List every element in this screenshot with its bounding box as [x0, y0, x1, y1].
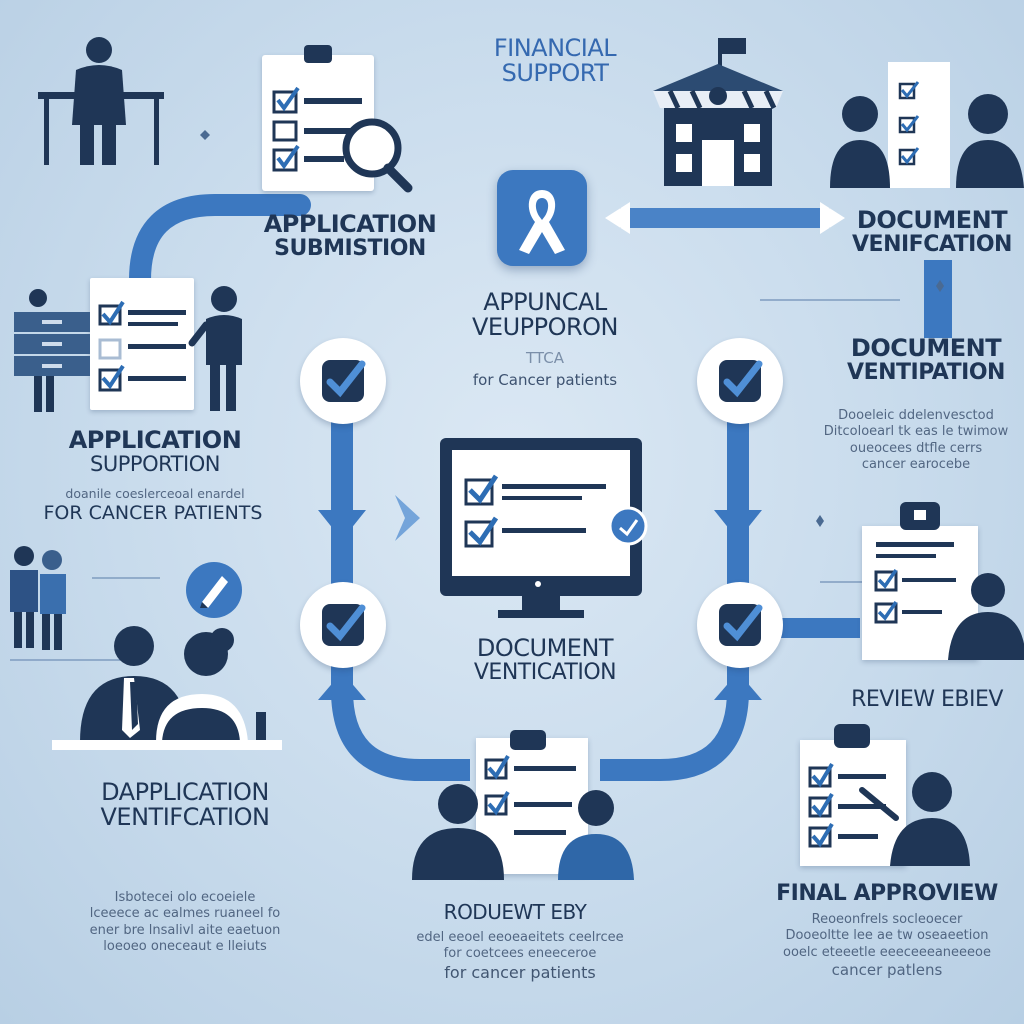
desc-final-approval: Reoeonfrels socleoecer Dooeoltte lee ae …	[752, 912, 1022, 980]
check-circle-right-top	[697, 338, 783, 424]
chevron-right-mid	[395, 495, 420, 541]
desc-doc-right-2: Ditcoloearl tk eas le twimow	[823, 424, 1009, 440]
clipboard-left-icon	[98, 300, 186, 392]
desc-doc-right-1: Dooeleic ddelenvesctod	[838, 408, 994, 423]
arc-top-left	[129, 194, 311, 291]
label-review: REVIEW EBIEV	[851, 687, 1003, 712]
desc-app-ver-3: ener bre lnsalivl aite eaetuon	[89, 922, 281, 938]
label-request: RODUEWT EBY	[443, 900, 587, 924]
filing-cabinet-person-icon	[14, 289, 90, 412]
center-caption: for Cancer patients	[472, 371, 618, 389]
label-document-verification-top-line1: DOCUMENT	[856, 206, 1008, 234]
arrow-top-left-head	[605, 202, 630, 234]
check-icon	[719, 604, 763, 646]
label-application-submission-line1: APPLICATION	[263, 210, 437, 238]
check-icon	[322, 604, 366, 646]
label-application-support-line1: APPLICATION	[68, 426, 242, 454]
header-title-line2: SUPPORT	[501, 59, 609, 88]
desc-application-support-1: doanile coeslerceoal enardel	[65, 486, 245, 501]
desc-document-verification-right: Dooeleic ddelenvesctod Ditcoloearl tk ea…	[808, 408, 1024, 473]
arrow-down-right	[714, 510, 762, 540]
check-icon	[719, 360, 763, 402]
review-clipboard-icon	[874, 502, 1024, 660]
label-application-verification-line2: VENTIFCATION	[100, 803, 270, 832]
label-document-verification-center: DOCUMENT VENTICATION	[445, 634, 645, 686]
desc-request-1: edel eeoel eeoeaeitets ceelrcee	[416, 930, 624, 945]
sparkle-2	[936, 280, 944, 292]
desc-final-3: ooelc eteeetle eeeceeeaneeeoe	[782, 944, 991, 960]
label-application-support-line2: SUPPORTION	[90, 452, 220, 477]
two-people-document-icon	[830, 62, 1024, 188]
desc-app-ver-1: Isbotecei olo ecoeiele	[114, 890, 256, 905]
center-title: APPUNCAL VEUPPORON	[440, 288, 650, 342]
request-scene-icon	[412, 730, 634, 880]
desc-request: edel eeoel eeoeaeitets ceelrcee for coet…	[388, 930, 652, 983]
label-document-verification-right: DOCUMENT VENTIPATION	[828, 334, 1024, 386]
desc-final-2: Dooeoltte lee ae tw oseaeetion	[785, 928, 989, 944]
center-title-line2: VEUPPORON	[471, 313, 619, 342]
header-title-line1: FINANCIAL	[493, 34, 617, 62]
check-circle-right-bottom	[697, 582, 783, 668]
desc-application-support-2: FOR CANCER PATIENTS	[43, 502, 263, 524]
label-document-verification-right-line2: VENTIPATION	[847, 360, 1005, 386]
connector-right-top	[924, 260, 952, 338]
center-title-line1: APPUNCAL	[483, 288, 607, 316]
institution-building-icon	[653, 38, 783, 186]
sparkle-3	[816, 515, 824, 527]
person-standing-icon	[188, 286, 242, 411]
clipboard-checklist-icon	[272, 45, 362, 172]
desc-doc-right-4: cancer earocebe	[861, 456, 971, 472]
label-document-verification-center-line2: VENTICATION	[473, 660, 617, 686]
check-icon	[322, 360, 366, 402]
desc-doc-right-3: oueocees dtfle cerrs	[849, 440, 983, 456]
label-document-verification-top-line2: VENIFCATION	[852, 232, 1012, 258]
label-application-submission: APPLICATION SUBMISTION	[240, 210, 460, 262]
awareness-ribbon-icon	[519, 190, 565, 254]
label-application-support: APPLICATION SUPPORTION	[40, 426, 270, 477]
label-application-verification: DAPPLICATION VENTIFCATION	[70, 778, 300, 832]
person-at-desk-icon	[38, 37, 164, 165]
monitor-checklist-icon	[440, 438, 648, 618]
arrow-top-right-head	[820, 202, 845, 234]
label-application-submission-line2: SUBMISTION	[274, 236, 426, 262]
label-document-verification-center-line1: DOCUMENT	[476, 634, 614, 662]
arrow-down-left	[318, 510, 366, 540]
check-circle-left-top	[300, 338, 386, 424]
pencil-icon	[200, 576, 228, 608]
check-circle-left-bottom	[300, 582, 386, 668]
two-people-standing-icon	[10, 546, 66, 650]
arrow-up-left	[318, 672, 366, 700]
label-final-approval: FINAL APPROVIEW	[776, 881, 998, 906]
label-application-verification-line1: DAPPLICATION	[101, 778, 269, 806]
arrow-up-right	[714, 672, 762, 700]
final-approval-scene-icon	[808, 724, 970, 866]
interview-scene-icon	[52, 626, 282, 750]
desc-app-ver-4: loeoeo oneceaut e lleiuts	[103, 938, 267, 954]
desc-application-verification: Isbotecei olo ecoeiele lceeece ac ealmes…	[60, 890, 310, 955]
desc-final-4: cancer patlens	[831, 960, 943, 979]
desc-final-1: Reoeonfrels socleoecer	[811, 912, 963, 927]
desc-request-2: for coetcees eneeceroe	[443, 946, 597, 962]
center-caption-faded: TTCA	[526, 349, 564, 367]
label-document-verification-top: DOCUMENT VENIFCATION	[840, 206, 1024, 258]
desc-app-ver-2: lceeece ac ealmes ruaneel fo	[89, 906, 281, 922]
desc-request-3: for cancer patients	[444, 962, 596, 982]
header-title: FINANCIAL SUPPORT	[455, 34, 655, 88]
label-document-verification-right-line1: DOCUMENT	[850, 334, 1002, 362]
sparkle-1	[200, 130, 210, 140]
magnifier-icon	[342, 118, 413, 193]
